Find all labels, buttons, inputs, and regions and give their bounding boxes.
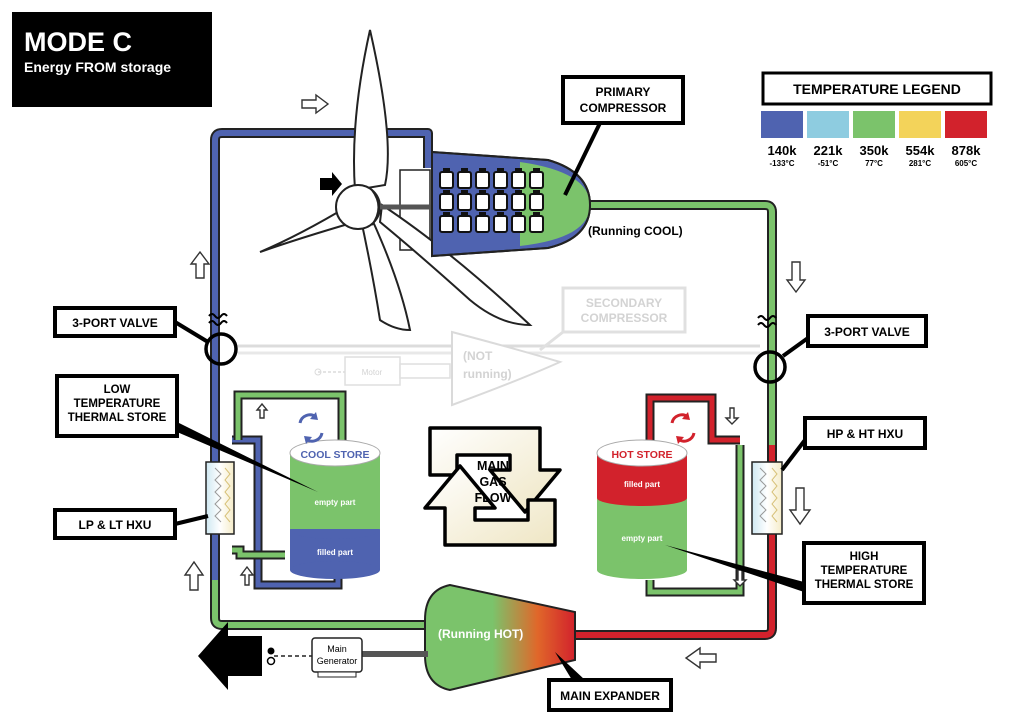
hot-filled-part: filled part: [624, 480, 660, 489]
legend-kelvin: 350k: [860, 143, 890, 158]
legend-celsius: 281°C: [909, 159, 932, 168]
motor-label: Motor: [362, 368, 383, 377]
legend-swatch: [899, 111, 941, 138]
power-output-arrow-icon: [198, 622, 262, 690]
hot-pipe: [575, 445, 775, 638]
arrow-down-icon: [724, 407, 740, 425]
cool-store-tank: COOL STORE empty part filled part: [289, 412, 381, 579]
valve-wave-icon: [208, 313, 228, 326]
main-gas-flow-2: GAS: [479, 475, 506, 489]
high-store-label-2: TEMPERATURE: [821, 565, 908, 577]
secondary-compressor-label-1: SECONDARY: [586, 296, 662, 310]
legend-kelvin: 878k: [952, 143, 982, 158]
primary-compressor-label: PRIMARY COMPRESSOR: [561, 75, 685, 196]
valve-left: 3-PORT VALVE: [53, 306, 238, 366]
turbine-blade-top: [353, 29, 389, 192]
running-cool-label: (Running COOL): [588, 224, 683, 238]
hot-store-tank: HOT STORE filled part empty part: [596, 412, 696, 579]
arrow-up-icon: [255, 402, 269, 419]
low-store-label: LOW TEMPERATURE THERMAL STORE: [55, 374, 318, 492]
high-store-label: HIGH TEMPERATURE THERMAL STORE: [665, 541, 926, 605]
arrow-up-icon: [183, 560, 205, 591]
secondary-compressor-label-box: [561, 286, 687, 334]
main-generator-2: Generator: [317, 656, 358, 666]
legend-kelvin: 554k: [906, 143, 936, 158]
main-gas-flow-graphic: MAIN GAS FLOW: [423, 426, 562, 547]
primary-compressor-label-2: COMPRESSOR: [580, 101, 667, 115]
hot-store-label: HOT STORE: [611, 449, 672, 461]
legend-title: TEMPERATURE LEGEND: [793, 81, 961, 97]
mode-title-box: MODE C Energy FROM storage: [12, 12, 212, 107]
mode-subtitle: Energy FROM storage: [24, 59, 171, 75]
flow-arrows: [183, 93, 812, 670]
temperature-legend: TEMPERATURE LEGEND 140k-133°C 221k-51°C 35…: [761, 71, 993, 168]
arrow-down-icon: [732, 569, 748, 587]
secondary-system: Motor (NOT running) SECONDARY COMPRESSOR: [238, 286, 760, 407]
main-expander: (Running HOT) MAIN EXPANDER: [424, 583, 673, 712]
arrow-up-icon: [239, 565, 255, 586]
running-hot-label: (Running HOT): [438, 627, 523, 641]
hp-hxu-label: HP & HT HXU: [827, 427, 903, 441]
lp-lt-hxu: LP & LT HXU: [53, 461, 235, 540]
legend-swatch: [853, 111, 895, 138]
main-expander-label: MAIN EXPANDER: [560, 689, 660, 703]
low-store-label-1: LOW: [104, 384, 131, 396]
cool-store-label: COOL STORE: [300, 449, 369, 461]
valve-right-label: 3-PORT VALVE: [824, 325, 910, 339]
legend-celsius: 77°C: [865, 159, 883, 168]
low-store-label-2: TEMPERATURE: [74, 398, 161, 410]
not-running-1: (NOT: [463, 349, 493, 363]
hp-ht-hxu: HP & HT HXU: [751, 416, 927, 535]
wind-arrow-icon: [320, 172, 342, 196]
main-generator-1: Main: [327, 644, 347, 654]
cool-empty-part: empty part: [315, 498, 356, 507]
valve-left-circle: [204, 332, 238, 366]
primary-compressor: [431, 150, 592, 258]
arrow-down-icon: [785, 261, 807, 294]
arrow-right-icon: [301, 93, 330, 115]
high-store-label-3: THERMAL STORE: [815, 579, 914, 591]
mode-title: MODE C: [24, 27, 132, 57]
legend-celsius: -133°C: [770, 159, 795, 168]
arrow-down-icon: [788, 487, 812, 526]
arrow-up-icon: [189, 250, 211, 279]
high-store-label-1: HIGH: [850, 551, 879, 563]
valve-right-circle: [753, 350, 787, 384]
main-gas-flow-1: MAIN: [477, 459, 509, 473]
cold-pipe: [212, 130, 431, 580]
main-generator: Main Generator: [198, 622, 428, 690]
lp-hxu-label: LP & LT HXU: [79, 518, 152, 532]
legend-celsius: 605°C: [955, 159, 978, 168]
main-gas-flow-3: FLOW: [475, 491, 512, 505]
legend-kelvin: 221k: [814, 143, 844, 158]
low-store-label-3: THERMAL STORE: [68, 412, 167, 424]
legend-swatch: [761, 111, 803, 138]
valve-wave-icon: [757, 315, 777, 328]
legend-swatch: [945, 111, 987, 138]
secondary-compressor-label-2: COMPRESSOR: [581, 311, 668, 325]
warm-pipe-right: [575, 202, 775, 445]
arrow-left-icon: [684, 646, 717, 670]
legend-celsius: -51°C: [818, 159, 839, 168]
valve-right: 3-PORT VALVE: [753, 314, 928, 384]
legend-kelvin: 140k: [768, 143, 798, 158]
secondary-compressor-body: [451, 330, 563, 407]
legend-swatch: [807, 111, 849, 138]
cool-filled-part: filled part: [317, 548, 353, 557]
not-running-2: running): [463, 367, 512, 381]
valve-left-label: 3-PORT VALVE: [72, 316, 158, 330]
hot-empty-part: empty part: [622, 534, 663, 543]
primary-compressor-label-1: PRIMARY: [596, 85, 651, 99]
warm-pipe-left: [212, 580, 425, 628]
turbine-blade-bottom: [358, 214, 412, 332]
